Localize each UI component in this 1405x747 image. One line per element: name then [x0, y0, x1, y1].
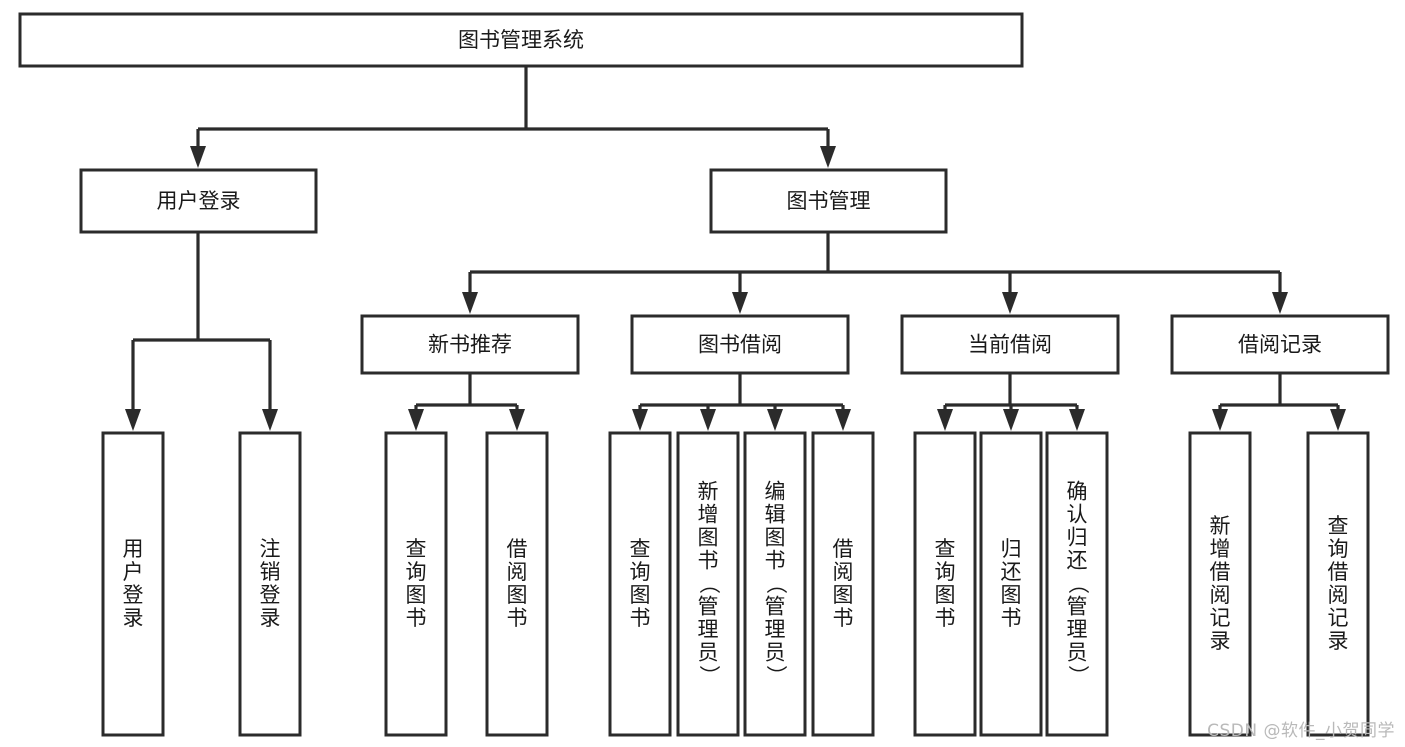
arrow-head-icon [1272, 292, 1288, 314]
node-label: 查询借阅记录 [1328, 514, 1349, 653]
node-label: 借阅图书 [833, 537, 854, 630]
node-label-bracket: （ [697, 573, 721, 594]
arrow-head-icon [700, 409, 716, 431]
connector-group-book-borrow-to-leaves [632, 373, 851, 431]
node-label: 注销登录 [260, 537, 281, 630]
leaf-node-leaf-add-borrow-record[interactable]: 新增借阅记录 [1188, 431, 1252, 737]
connector-group-new-book-recommend-to-leaves [408, 373, 525, 431]
arrow-head-icon [190, 146, 206, 168]
node-label: 查询图书 [406, 537, 427, 630]
connector-group-user-login-to-leaves [125, 232, 278, 431]
node-box[interactable] [709, 168, 948, 234]
leaf-node-leaf-query-book-borrow[interactable]: 查询图书 [608, 431, 672, 737]
connector-group-book-management-to-level3 [462, 232, 1288, 314]
arrow-head-icon [125, 409, 141, 431]
arrow-head-icon [1212, 409, 1228, 431]
node-label-bracket: ） [764, 665, 788, 686]
arrow-head-icon [937, 409, 953, 431]
node-box[interactable] [608, 431, 672, 737]
node-box[interactable] [676, 431, 740, 737]
arrow-head-icon [509, 409, 525, 431]
node-box[interactable] [1306, 431, 1370, 737]
node-box[interactable] [979, 431, 1043, 737]
arrow-head-icon [732, 292, 748, 314]
csdn-watermark: CSDN @软件_小贺同学 [1207, 721, 1395, 741]
node-label: 图书管理系统 [458, 28, 584, 52]
connector-group-borrow-record-to-leaves [1212, 373, 1346, 431]
node-layer: 图书管理系统用户登录图书管理新书推荐图书借阅当前借阅借阅记录用户登录注销登录查询… [18, 12, 1390, 737]
node-box[interactable] [630, 314, 850, 375]
arrow-head-icon [835, 409, 851, 431]
node-label: 新增借阅记录 [1210, 514, 1231, 653]
node-box[interactable] [811, 431, 875, 737]
node-box[interactable] [485, 431, 549, 737]
node-box[interactable] [743, 431, 807, 737]
node-box[interactable] [1170, 314, 1390, 375]
leaf-node-leaf-query-borrow-record[interactable]: 查询借阅记录 [1306, 431, 1370, 737]
arrow-head-icon [262, 409, 278, 431]
node-label: 图书管理 [787, 189, 871, 213]
node-box[interactable] [101, 431, 165, 737]
level2-node-user-login[interactable]: 用户登录 [79, 168, 318, 234]
leaf-node-leaf-confirm-return-admin[interactable]: 确认归还（管理员）（ ） [1045, 431, 1109, 737]
node-label: 借阅记录 [1238, 333, 1322, 357]
node-box[interactable] [360, 314, 580, 375]
arrow-head-icon [462, 292, 478, 314]
node-box[interactable] [1045, 431, 1109, 737]
arrow-head-icon [408, 409, 424, 431]
node-label: 用户登录 [123, 537, 144, 630]
leaf-node-leaf-add-book-admin[interactable]: 新增图书（管理员）（ ） [676, 431, 740, 737]
node-label-bracket: ） [697, 665, 721, 686]
root-node-root[interactable]: 图书管理系统 [18, 12, 1024, 68]
arrow-head-icon [767, 409, 783, 431]
connector-layer [125, 66, 1346, 431]
node-label: 新增图书（管理员） [698, 479, 719, 687]
leaf-node-leaf-edit-book-admin[interactable]: 编辑图书（管理员）（ ） [743, 431, 807, 737]
level3-node-book-borrow[interactable]: 图书借阅 [630, 314, 850, 375]
level3-node-new-book-recommend[interactable]: 新书推荐 [360, 314, 580, 375]
node-label: 编辑图书（管理员） [765, 479, 786, 687]
node-label: 借阅图书 [507, 537, 528, 630]
level3-node-current-borrow[interactable]: 当前借阅 [900, 314, 1120, 375]
node-box[interactable] [1188, 431, 1252, 737]
node-label: 用户登录 [157, 189, 241, 213]
leaf-node-leaf-borrow-book-recommend[interactable]: 借阅图书 [485, 431, 549, 737]
arrow-head-icon [1069, 409, 1085, 431]
node-label-bracket: （ [1066, 573, 1090, 594]
connector-group-root-to-level2 [190, 66, 836, 168]
node-box[interactable] [900, 314, 1120, 375]
node-label: 确认归还（管理员） [1067, 479, 1088, 687]
node-label: 新书推荐 [428, 333, 512, 357]
leaf-node-leaf-return-book[interactable]: 归还图书 [979, 431, 1043, 737]
arrow-head-icon [820, 146, 836, 168]
leaf-node-leaf-borrow-book[interactable]: 借阅图书 [811, 431, 875, 737]
leaf-node-leaf-query-book-recommend[interactable]: 查询图书 [384, 431, 448, 737]
node-label-bracket: ） [1066, 665, 1090, 686]
level2-node-book-management[interactable]: 图书管理 [709, 168, 948, 234]
leaf-node-leaf-logout-login[interactable]: 注销登录 [238, 431, 302, 737]
arrow-head-icon [632, 409, 648, 431]
node-label: 查询图书 [935, 537, 956, 630]
node-label: 查询图书 [630, 537, 651, 630]
leaf-node-leaf-user-login[interactable]: 用户登录 [101, 431, 165, 737]
level3-node-borrow-record[interactable]: 借阅记录 [1170, 314, 1390, 375]
arrow-head-icon [1003, 409, 1019, 431]
node-box[interactable] [913, 431, 977, 737]
leaf-node-leaf-query-book-current[interactable]: 查询图书 [913, 431, 977, 737]
node-box[interactable] [384, 431, 448, 737]
arrow-head-icon [1330, 409, 1346, 431]
node-label: 图书借阅 [698, 333, 782, 357]
node-label: 当前借阅 [968, 333, 1052, 357]
connector-group-current-borrow-to-leaves [937, 373, 1085, 431]
node-label: 归还图书 [1001, 537, 1022, 630]
node-box[interactable] [79, 168, 318, 234]
node-box[interactable] [18, 12, 1024, 68]
node-box[interactable] [238, 431, 302, 737]
node-label-bracket: （ [764, 573, 788, 594]
arrow-head-icon [1002, 292, 1018, 314]
